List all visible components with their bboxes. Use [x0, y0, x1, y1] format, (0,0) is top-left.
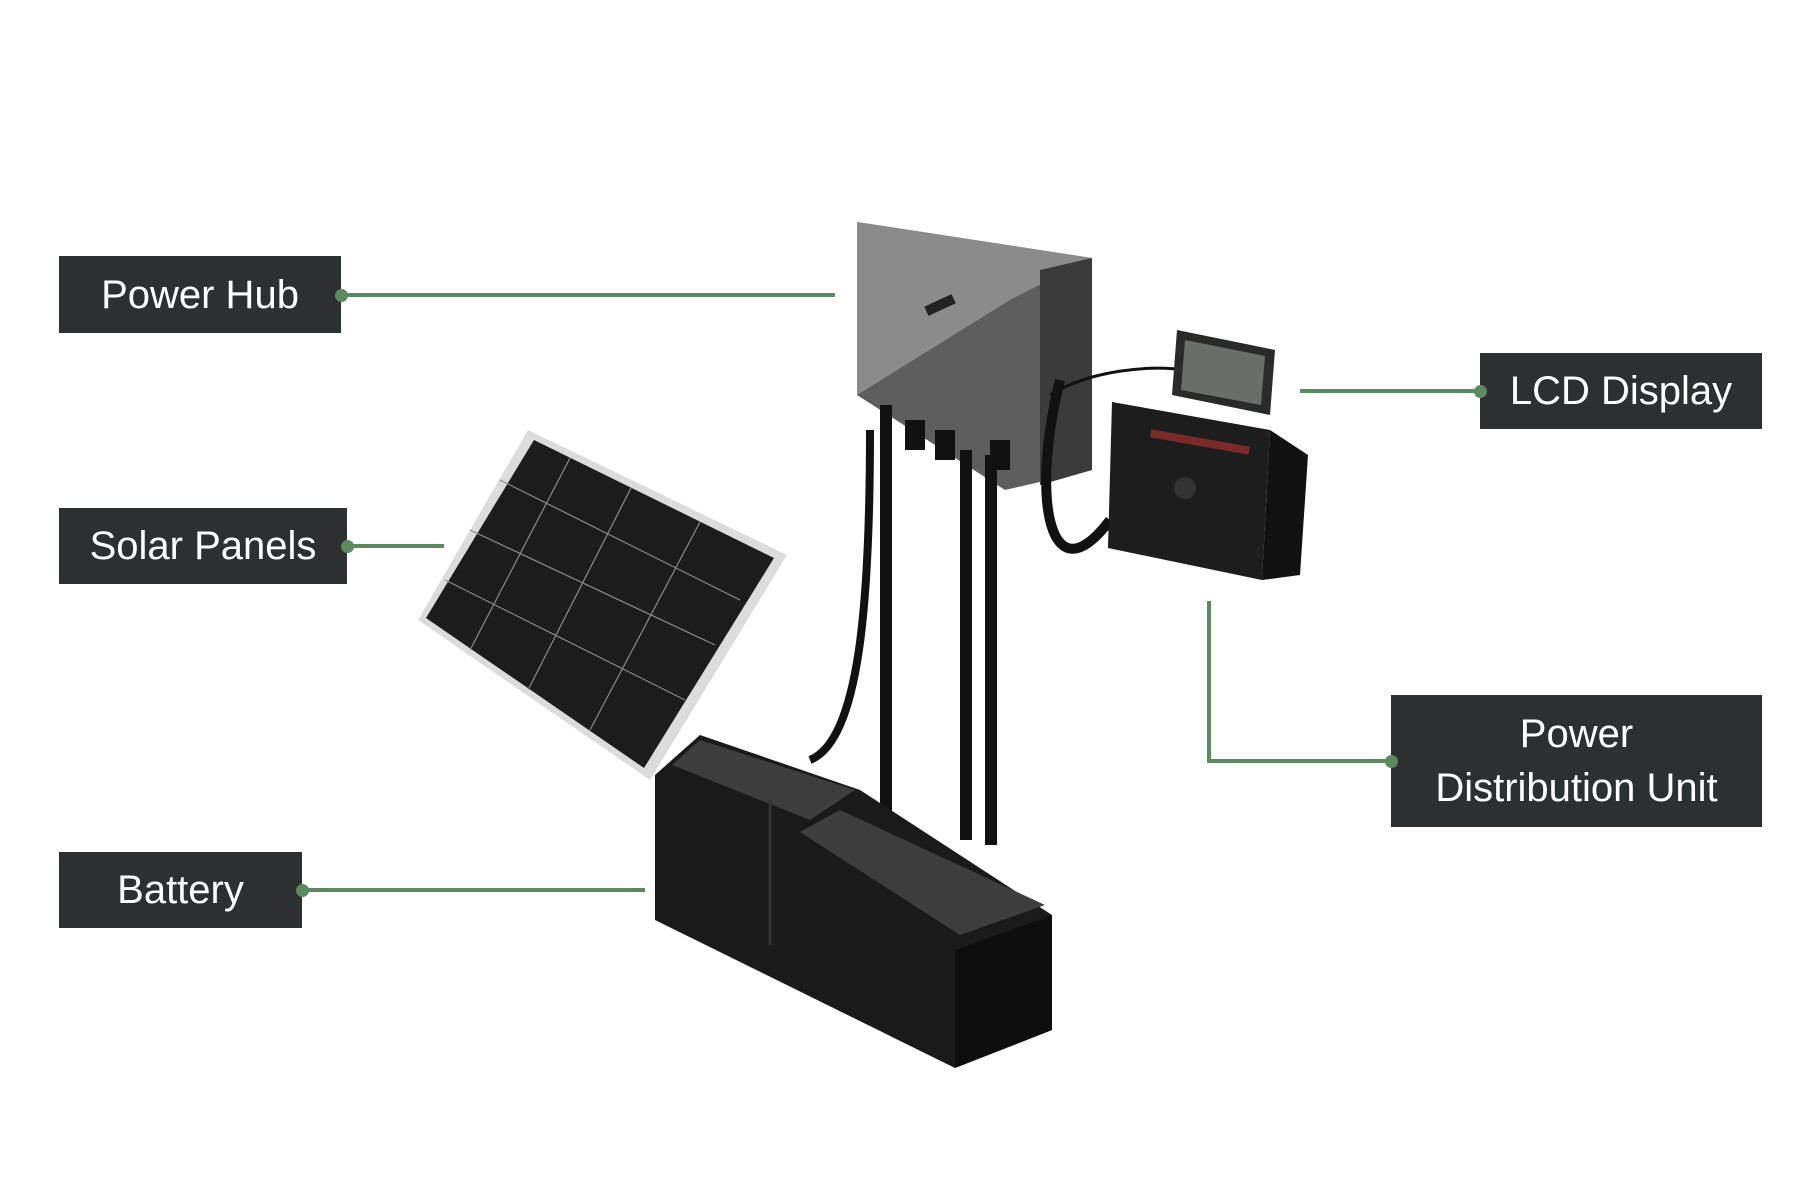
battery-image: [655, 735, 1052, 1068]
power-hub-text: Power Hub: [101, 272, 299, 317]
lcd-display-leader-line: [1300, 389, 1480, 393]
solar-panels-label: Solar Panels: [59, 508, 347, 584]
power-hub-leader-dot: [335, 289, 348, 302]
pdu-leader-horizontal: [1207, 759, 1391, 763]
solar-panels-leader-line: [347, 544, 444, 548]
battery-text: Battery: [117, 868, 244, 912]
power-hub-image: [808, 222, 1186, 845]
lcd-display-label: LCD Display: [1480, 353, 1762, 429]
pdu-text-line2: Distribution Unit: [1435, 766, 1718, 810]
power-hub-leader-line: [341, 293, 835, 297]
lcd-display-image: [1172, 330, 1275, 415]
battery-leader-line: [302, 888, 645, 892]
solar-panels-text: Solar Panels: [89, 524, 317, 568]
pdu-image: [1108, 402, 1308, 580]
battery-leader-dot: [296, 884, 309, 897]
battery-label: Battery: [59, 852, 302, 928]
pdu-leader-dot: [1385, 755, 1398, 768]
pdu-leader-vertical: [1207, 601, 1211, 763]
solar-panel-image: [418, 430, 787, 780]
power-hub-label: Power Hub: [59, 256, 341, 333]
pdu-text-line1: Power: [1519, 712, 1634, 756]
pdu-label: Power Distribution Unit: [1391, 695, 1762, 827]
solar-panels-leader-dot: [341, 540, 354, 553]
lcd-display-text: LCD Display: [1509, 369, 1733, 413]
lcd-display-leader-dot: [1474, 385, 1487, 398]
